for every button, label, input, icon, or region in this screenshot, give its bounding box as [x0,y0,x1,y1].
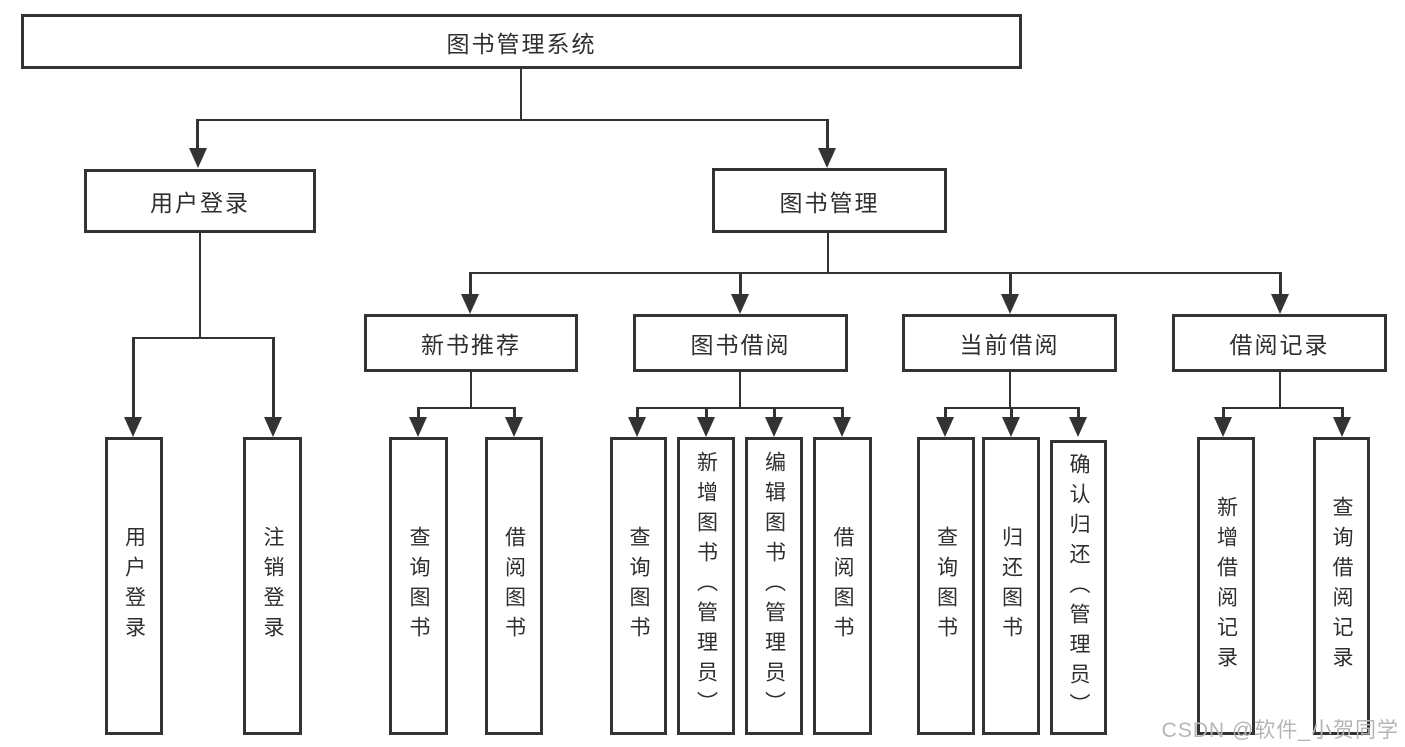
node-label: 借阅图书 [502,526,526,646]
leaf-confirm-return-admin: 确认归还（管理员） [1050,440,1107,735]
arrowhead-icon [833,417,851,437]
node-label: 借阅图书 [831,526,854,646]
arrowhead-icon [1001,294,1019,314]
node-label: 编辑图书（管理员） [762,451,786,721]
arrowhead-icon [818,148,836,168]
node-label: 查询借阅记录 [1330,496,1353,676]
arrow-shaft [1077,407,1080,419]
leaf-borrow-books-borrowing: 借阅图书 [813,437,872,735]
arrow-shaft [944,407,947,419]
connector-stem [470,372,472,408]
leaf-query-books-recommend: 查询图书 [389,437,448,735]
leaf-query-borrow-record: 查询借阅记录 [1313,437,1370,735]
arrowhead-icon [765,417,783,437]
leaf-query-books-borrowing: 查询图书 [610,437,667,735]
leaf-add-book-admin: 新增图书（管理员） [677,437,735,735]
node-label: 当前借阅 [959,332,1060,358]
arrow-shaft [513,407,516,419]
arrowhead-icon [1002,417,1020,437]
arrowhead-icon [1069,417,1087,437]
node-label: 用户登录 [122,526,146,646]
connector-stem [520,69,522,121]
arrowhead-icon [1333,417,1351,437]
node-label: 用户登录 [150,190,250,216]
leaf-user-login: 用户登录 [105,437,163,735]
node-label: 借阅记录 [1229,332,1330,358]
connector-stem [1009,372,1011,408]
arrow-shaft [132,337,135,417]
node-book-borrowing: 图书借阅 [633,314,848,372]
connector-hline [636,407,844,409]
node-label: 查询图书 [934,526,958,646]
node-label: 归还图书 [999,526,1023,646]
connector-hline [1222,407,1344,409]
arrow-shaft [739,272,742,296]
watermark: CSDN @软件_小贺同学 [1161,719,1399,742]
connector-stem [199,233,201,339]
arrow-shaft [1010,407,1013,419]
arrow-shaft [469,272,472,296]
node-user-login: 用户登录 [84,169,316,233]
connector-stem [1279,372,1281,408]
arrowhead-icon [124,417,142,437]
arrow-shaft [1341,407,1344,419]
node-current-borrowing: 当前借阅 [902,314,1117,372]
node-label: 查询图书 [627,526,650,646]
connector-hline [469,272,1282,274]
arrowhead-icon [189,148,207,168]
leaf-logout: 注销登录 [243,437,302,735]
arrow-shaft [196,119,199,149]
node-book-management: 图书管理 [712,168,947,233]
leaf-query-books-current: 查询图书 [917,437,975,735]
connector-stem [827,233,829,274]
arrow-shaft [1279,272,1282,296]
leaf-borrow-books-recommend: 借阅图书 [485,437,543,735]
node-label: 图书管理 [779,189,880,216]
node-label: 新增借阅记录 [1214,496,1238,676]
arrowhead-icon [1271,294,1289,314]
connector-stem [739,372,741,408]
leaf-return-book: 归还图书 [982,437,1040,735]
arrowhead-icon [461,294,479,314]
arrow-shaft [705,407,708,419]
arrow-shaft [272,337,275,417]
node-label: 注销登录 [261,526,284,646]
arrowhead-icon [505,417,523,437]
node-label: 新书推荐 [421,332,521,358]
connector-hline [132,337,275,339]
leaf-add-borrow-record: 新增借阅记录 [1197,437,1255,735]
leaf-edit-book-admin: 编辑图书（管理员） [745,437,803,735]
arrow-shaft [636,407,639,419]
node-borrowing-records: 借阅记录 [1172,314,1387,372]
arrowhead-icon [409,417,427,437]
node-label: 查询图书 [407,526,430,646]
node-label: 新增图书（管理员） [694,451,718,721]
arrow-shaft [773,407,776,419]
arrowhead-icon [628,417,646,437]
arrowhead-icon [1214,417,1232,437]
node-new-book-recommendation: 新书推荐 [364,314,578,372]
node-label: 图书管理系统 [446,30,597,57]
connector-hline [417,407,516,409]
arrowhead-icon [697,417,715,437]
node-label: 确认归还（管理员） [1067,452,1090,723]
node-library-management-system: 图书管理系统 [21,14,1022,69]
arrow-shaft [1222,407,1225,419]
arrowhead-icon [264,417,282,437]
arrow-shaft [841,407,844,419]
arrowhead-icon [731,294,749,314]
node-label: 图书借阅 [690,332,791,358]
arrow-shaft [1009,272,1012,296]
arrow-shaft [826,119,829,149]
arrow-shaft [417,407,420,419]
connector-hline [197,119,829,121]
arrowhead-icon [936,417,954,437]
